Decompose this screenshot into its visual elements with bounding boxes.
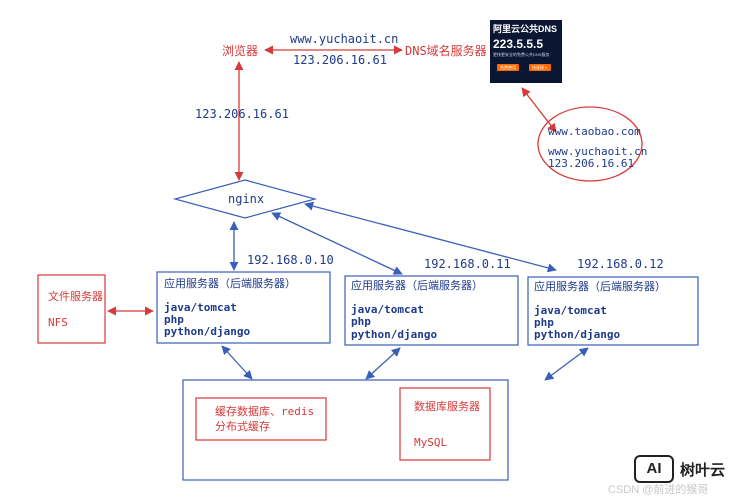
app-server-2-box xyxy=(344,275,519,346)
aliyun-dns-ip: 223.5.5.5 xyxy=(493,37,544,51)
dns-records-ellipse xyxy=(537,106,643,182)
app-server-3-line-3: python/django xyxy=(534,328,620,341)
cache-box xyxy=(195,397,327,441)
app-server-1-title: 应用服务器（后端服务器） xyxy=(164,276,296,290)
app-server-1-line-2: php xyxy=(164,313,184,326)
app-server-3-box xyxy=(527,276,699,346)
database-box xyxy=(399,387,491,461)
file-server-title: 文件服务器 xyxy=(48,289,103,303)
nginx-label: nginx xyxy=(228,192,264,206)
app-server-2-title: 应用服务器（后端服务器） xyxy=(351,278,483,292)
app-server-2-line-1: java/tomcat xyxy=(351,303,424,316)
nginx-diamond xyxy=(172,179,318,219)
app-server-1-line-3: python/django xyxy=(164,325,250,338)
aliyun-dns-banner: 阿里云公共DNS 223.5.5.5 更快更安全的免费公共DNS服务 免费使用 … xyxy=(490,20,562,83)
app-server-1-line-1: java/tomcat xyxy=(164,301,237,314)
resolved-ip-top-label: 123.206.16.61 xyxy=(293,53,387,67)
dns-record-domain-1: www.taobao.com xyxy=(548,125,641,138)
resolved-ip-left-label: 123.206.16.61 xyxy=(195,107,289,121)
dns-record-domain-2: www.yuchaoit.cn xyxy=(548,145,647,158)
watermark-logo: AI xyxy=(634,455,674,483)
file-server-box xyxy=(37,274,106,344)
app1-storage-arrow xyxy=(221,345,253,380)
aliyun-dns-tagline: 更快更安全的免费公共DNS服务 xyxy=(493,52,550,57)
app-server-3-title: 应用服务器（后端服务器） xyxy=(534,279,666,293)
dns-server-label: DNS域名服务器 xyxy=(405,43,487,58)
storage-layer-box xyxy=(182,379,509,481)
app2-ip-label: 192.168.0.11 xyxy=(424,257,511,271)
dns-record-ip-2: 123.206.16.61 xyxy=(548,157,634,170)
app3-storage-arrow xyxy=(544,347,589,381)
watermark-name: 树叶云 xyxy=(680,461,726,479)
aliyun-dns-button-2: 快速接入 xyxy=(529,64,551,71)
query-domain-label: www.yuchaoit.cn xyxy=(290,32,398,46)
app-server-3-line-1: java/tomcat xyxy=(534,304,607,317)
dns-records-arrow xyxy=(521,87,557,133)
file-server-type: NFS xyxy=(48,316,68,329)
nginx-app3-arrow xyxy=(304,201,557,273)
database-type: MySQL xyxy=(414,436,447,449)
app-server-1-box xyxy=(156,271,331,344)
aliyun-dns-button-1: 免费使用 xyxy=(497,64,519,71)
watermark-credit: CSDN @前进的猴哥 xyxy=(608,484,709,496)
browser-label: 浏览器 xyxy=(222,43,258,58)
app1-ip-label: 192.168.0.10 xyxy=(247,253,334,267)
watermark: AI 树叶云 xyxy=(634,455,725,483)
aliyun-dns-title: 阿里云公共DNS xyxy=(493,24,558,34)
database-title: 数据库服务器 xyxy=(414,399,480,413)
cache-line-2: 分布式缓存 xyxy=(215,419,270,433)
app3-ip-label: 192.168.0.12 xyxy=(577,257,664,271)
app-server-2-line-2: php xyxy=(351,315,371,328)
app-server-3-line-2: php xyxy=(534,316,554,329)
cache-line-1: 缓存数据库、redis xyxy=(215,404,314,418)
app2-storage-arrow xyxy=(365,347,401,380)
app-server-2-line-3: python/django xyxy=(351,328,437,341)
